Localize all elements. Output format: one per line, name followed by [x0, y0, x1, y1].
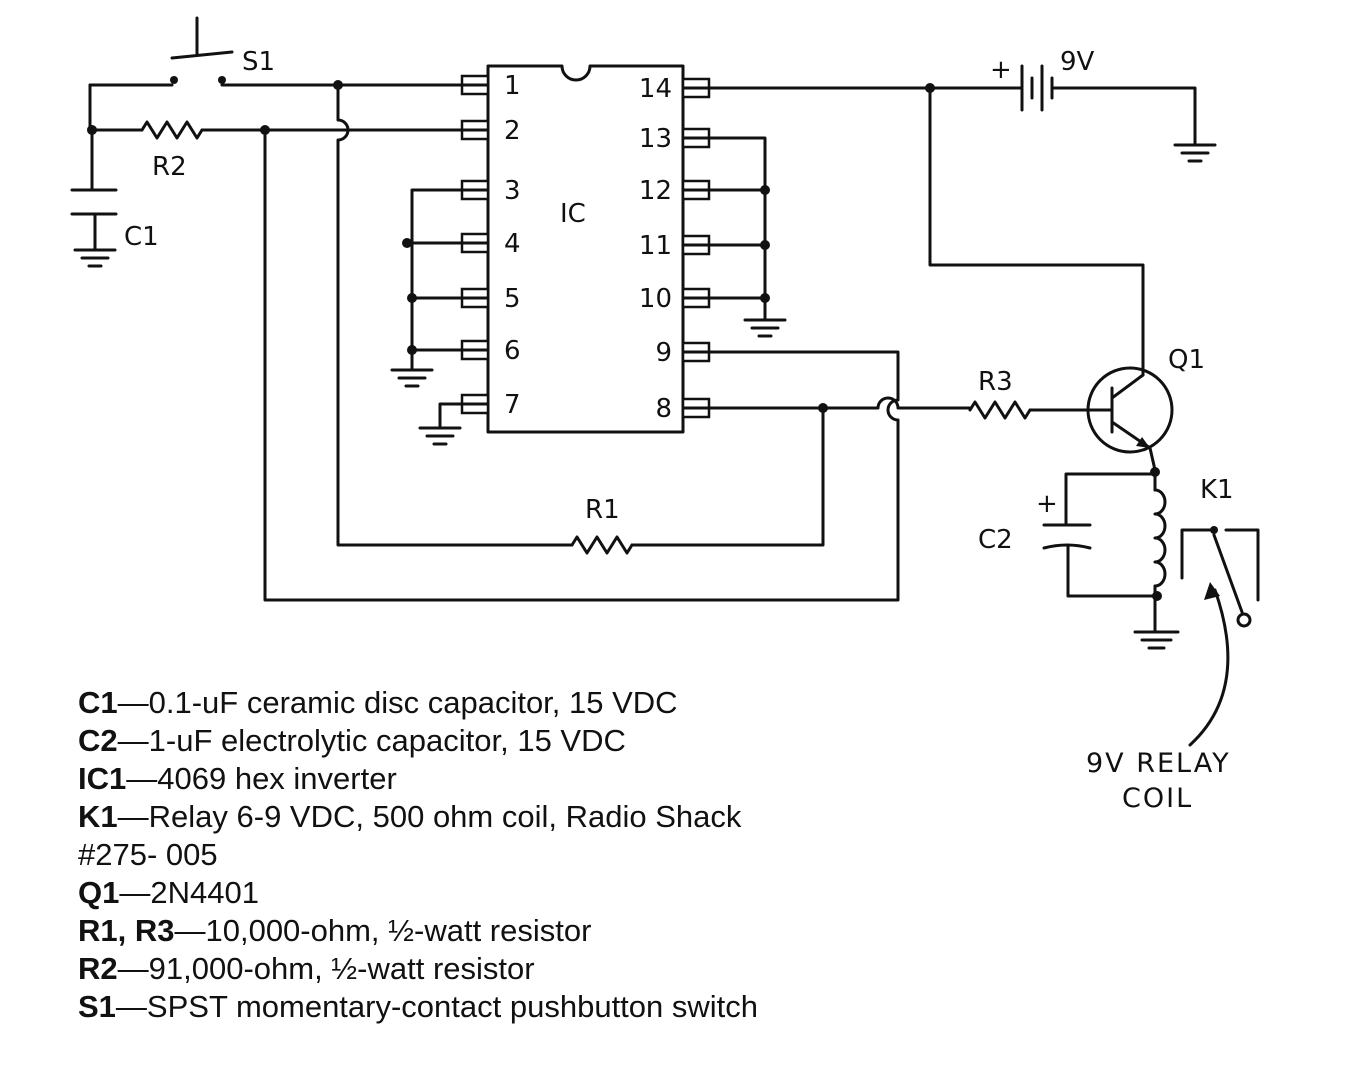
- ic-pin-number: 1: [504, 71, 521, 101]
- ic-pin-number: 7: [504, 390, 521, 420]
- relay-note-line2: COIL: [1122, 783, 1193, 814]
- part-separator: —: [119, 875, 151, 910]
- capacitor-c1: C1: [70, 128, 159, 268]
- part-separator: —: [115, 989, 147, 1024]
- transistor-q1: Q1: [1086, 345, 1205, 472]
- ic-pin-number: 9: [655, 338, 672, 368]
- ic-pin-number: 6: [504, 336, 521, 366]
- battery-label: 9V: [1060, 47, 1095, 77]
- part-description: 4069 hex inverter: [157, 761, 397, 796]
- c2-plus-label: +: [1036, 489, 1058, 519]
- part-separator: —: [174, 913, 206, 948]
- part-reference: R1, R3: [78, 913, 175, 948]
- part-description: 2N4401: [150, 875, 259, 910]
- resistor-r2: R2: [88, 120, 490, 182]
- resistor-r3: R3: [681, 367, 1094, 420]
- s1-label: S1: [242, 47, 275, 77]
- ic-pin-number: 5: [504, 284, 521, 314]
- part-description: 91,000-ohm, ½-watt resistor: [148, 951, 535, 986]
- parts-list-row: S1—SPST momentary-contact pushbutton swi…: [78, 988, 978, 1026]
- parts-list-row: R2—91,000-ohm, ½-watt resistor: [78, 950, 978, 988]
- pushbutton-s1: S1: [88, 16, 490, 132]
- ic-pin-number: 2: [504, 116, 521, 146]
- parts-list-row: #275- 005: [78, 836, 978, 874]
- right-ground-tie: [681, 136, 787, 338]
- part-reference: C1: [78, 685, 118, 720]
- parts-list-row: IC1—4069 hex inverter: [78, 760, 978, 798]
- part-separator: —: [117, 685, 149, 720]
- part-description: 1-uF electrolytic capacitor, 15 VDC: [148, 723, 626, 758]
- left-ground-tie: [390, 188, 490, 446]
- battery-9v: + 9V: [681, 47, 1217, 163]
- r1-label: R1: [585, 495, 620, 525]
- ic-body: IC: [486, 64, 685, 434]
- parts-list-row: C2—1-uF electrolytic capacitor, 15 VDC: [78, 722, 978, 760]
- ic-pin-number: 13: [639, 124, 672, 154]
- part-reference: Q1: [78, 875, 120, 910]
- parts-list-row: R1, R3—10,000-ohm, ½-watt resistor: [78, 912, 978, 950]
- parts-list-row: K1—Relay 6-9 VDC, 500 ohm coil, Radio Sh…: [78, 798, 978, 836]
- part-separator: —: [117, 799, 149, 834]
- part-reference: S1: [78, 989, 116, 1024]
- ic-label: IC: [560, 199, 586, 229]
- ic-pin-number: 8: [655, 394, 672, 424]
- part-description: SPST momentary-contact pushbutton switch: [146, 989, 759, 1024]
- parts-list-row: C1—0.1-uF ceramic disc capacitor, 15 VDC: [78, 684, 978, 722]
- ic-pin-number: 12: [639, 176, 672, 206]
- resistor-r1: R1: [336, 83, 825, 555]
- part-reference: IC1: [78, 761, 127, 796]
- relay-note-line1: 9V RELAY: [1086, 748, 1231, 779]
- ic-pin-number: 11: [639, 231, 672, 261]
- part-description: Relay 6-9 VDC, 500 ohm coil, Radio Shack: [148, 799, 742, 834]
- part-description: 10,000-ohm, ½-watt resistor: [205, 913, 592, 948]
- k1-label: K1: [1200, 475, 1234, 505]
- parts-list-row: Q1—2N4401: [78, 874, 978, 912]
- part-separator: —: [117, 951, 149, 986]
- ic-pin-number: 4: [504, 229, 521, 259]
- part-reference: R2: [78, 951, 118, 986]
- c1-label: C1: [124, 222, 159, 252]
- part-separator: —: [126, 761, 158, 796]
- battery-plus-label: +: [990, 55, 1012, 85]
- r3-label: R3: [978, 367, 1013, 397]
- ic-pin-number: 3: [504, 176, 521, 206]
- part-description: #275- 005: [78, 837, 218, 872]
- ic-pin-number: 10: [639, 284, 672, 314]
- relay-coil: [1133, 468, 1180, 650]
- relay-k1-contacts: K1: [1180, 475, 1260, 628]
- c2-label: C2: [978, 525, 1013, 555]
- capacitor-c2: + C2: [978, 472, 1157, 598]
- parts-list: C1—0.1-uF ceramic disc capacitor, 15 VDC…: [78, 684, 978, 1026]
- q1-label: Q1: [1168, 345, 1205, 375]
- part-reference: C2: [78, 723, 118, 758]
- part-description: 0.1-uF ceramic disc capacitor, 15 VDC: [148, 685, 678, 720]
- part-separator: —: [117, 723, 149, 758]
- part-reference: K1: [78, 799, 118, 834]
- relay-pointer-arrow: [1188, 582, 1230, 747]
- r2-label: R2: [152, 152, 187, 182]
- ic-pin-number: 14: [639, 74, 672, 104]
